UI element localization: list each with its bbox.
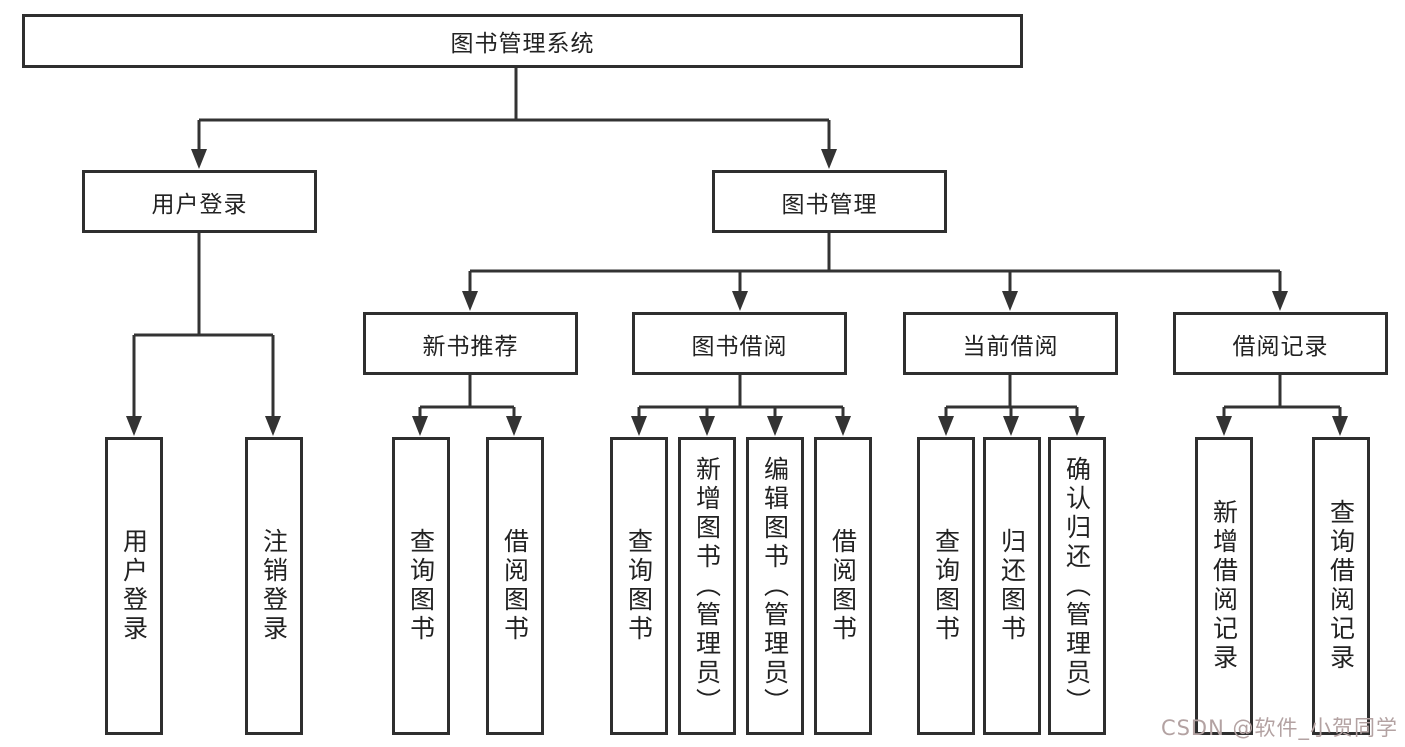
arrowhead-down-icon	[191, 149, 207, 169]
leaf-query-books-recommend: 查询图书	[392, 437, 450, 735]
arrowhead-down-icon	[126, 416, 142, 436]
connector-book-management-to-level2	[462, 233, 1288, 311]
node-book-borrow: 图书借阅	[632, 312, 847, 375]
connector-line	[418, 375, 516, 416]
arrowhead-down-icon	[1332, 416, 1348, 436]
connector-line	[468, 233, 1282, 292]
connector-line	[197, 68, 831, 150]
leaf-logout: 注销登录	[245, 437, 303, 735]
connector-book-borrow-to-leaves	[631, 375, 851, 436]
connector-line	[132, 233, 275, 417]
connector-borrow-records-to-leaves	[1216, 375, 1348, 436]
leaf-add-book-admin: 新增图书（管理员）	[678, 437, 736, 735]
arrowhead-down-icon	[835, 416, 851, 436]
arrowhead-down-icon	[265, 416, 281, 436]
leaf-edit-book-admin: 编辑图书（管理员）	[746, 437, 804, 735]
connector-line	[637, 375, 845, 416]
arrowhead-down-icon	[631, 416, 647, 436]
arrowhead-down-icon	[821, 149, 837, 169]
arrowhead-down-icon	[412, 416, 428, 436]
leaf-user-login: 用户登录	[105, 437, 163, 735]
arrowhead-down-icon	[767, 416, 783, 436]
connector-user-login-to-leaves	[126, 233, 281, 436]
arrowhead-down-icon	[699, 416, 715, 436]
arrowhead-down-icon	[1216, 416, 1232, 436]
node-current-borrow: 当前借阅	[903, 312, 1118, 375]
watermark: CSDN @软件_小贺同学	[1160, 716, 1398, 740]
node-new-book-recommend: 新书推荐	[363, 312, 578, 375]
leaf-query-borrow-record: 查询借阅记录	[1312, 437, 1370, 735]
node-book-management: 图书管理	[712, 170, 947, 233]
arrowhead-down-icon	[1003, 416, 1019, 436]
node-root: 图书管理系统	[22, 14, 1023, 68]
connector-root-to-level1	[191, 68, 837, 169]
arrowhead-down-icon	[1272, 291, 1288, 311]
leaf-query-books-borrow: 查询图书	[610, 437, 668, 735]
arrowhead-down-icon	[1002, 291, 1018, 311]
leaf-borrow-books-recommend: 借阅图书	[486, 437, 544, 735]
arrowhead-down-icon	[1069, 416, 1085, 436]
connector-line	[944, 375, 1079, 416]
arrowhead-down-icon	[938, 416, 954, 436]
node-borrow-records: 借阅记录	[1173, 312, 1388, 375]
leaf-borrow-books: 借阅图书	[814, 437, 872, 735]
arrowhead-down-icon	[462, 291, 478, 311]
arrowhead-down-icon	[506, 416, 522, 436]
leaf-query-books-current: 查询图书	[917, 437, 975, 735]
arrowhead-down-icon	[732, 291, 748, 311]
leaf-confirm-return-admin: 确认归还（管理员）	[1048, 437, 1106, 735]
leaf-return-books: 归还图书	[983, 437, 1041, 735]
connector-line	[1222, 375, 1342, 416]
connector-current-borrow-to-leaves	[938, 375, 1085, 436]
leaf-add-borrow-record: 新增借阅记录	[1195, 437, 1253, 735]
connector-new-book-recommend-to-leaves	[412, 375, 522, 436]
node-user-login: 用户登录	[82, 170, 317, 233]
